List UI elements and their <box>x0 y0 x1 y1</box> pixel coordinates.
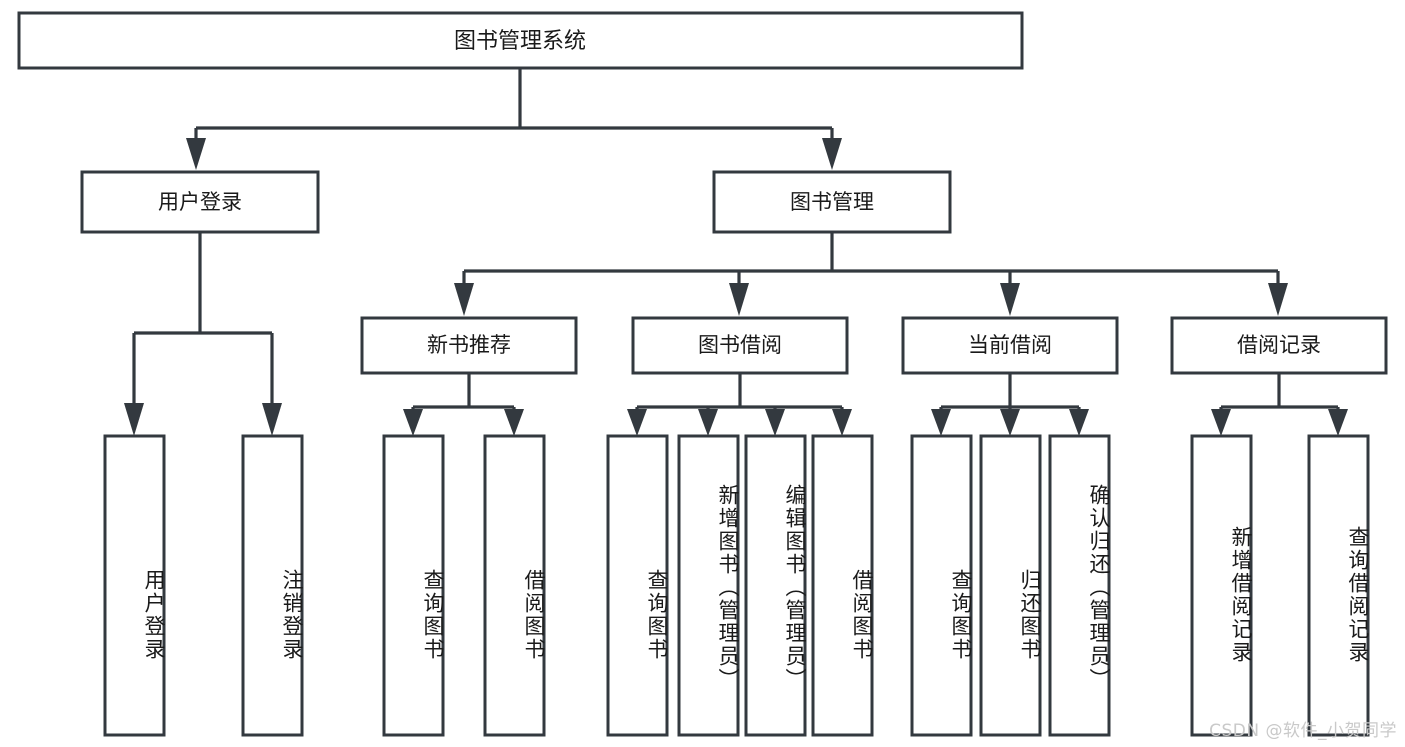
node-new-book[interactable]: 新书推荐 <box>360 316 578 375</box>
leaf-box-user-login-1[interactable] <box>241 434 304 737</box>
node-borrow-record-box[interactable] <box>1170 316 1388 375</box>
leaf-box-book-borrow-2[interactable] <box>744 434 807 737</box>
arrow-head-borrow-record <box>1268 283 1288 316</box>
leaf-box-current-borrow-1[interactable] <box>979 434 1042 737</box>
leaf-box-book-borrow-0[interactable] <box>606 434 669 737</box>
leaf-box-borrow-record-0[interactable] <box>1190 434 1253 737</box>
node-new-book-box[interactable] <box>360 316 578 375</box>
arrow-head-leaf-n1 <box>403 409 423 436</box>
node-book-manage-box[interactable] <box>712 170 952 234</box>
arrow-head-leaf-c3 <box>1069 409 1089 436</box>
node-book-borrow-label: 图书借阅 <box>698 333 782 357</box>
arrow-head-leaf-b2 <box>698 409 718 436</box>
node-user-login[interactable]: 用户登录 <box>80 170 320 234</box>
leaf-box-new-book-0[interactable] <box>382 434 445 737</box>
arrow-head-leaf-n2 <box>504 409 524 436</box>
node-book-manage-label: 图书管理 <box>790 190 874 214</box>
arrow-head-leaf-u1 <box>124 403 144 436</box>
arrow-head-leaf-b3 <box>765 409 785 436</box>
arrow-head-leaf-c2 <box>1000 409 1020 436</box>
arrow-head-book-borrow <box>729 283 749 316</box>
leaf-box-book-borrow-1[interactable] <box>677 434 740 737</box>
arrow-head-leaf-b4 <box>832 409 852 436</box>
node-root[interactable]: 图书管理系统 <box>17 11 1024 70</box>
node-book-manage[interactable]: 图书管理 <box>712 170 952 234</box>
node-root-label: 图书管理系统 <box>454 29 586 54</box>
leaf-box-new-book-1[interactable] <box>483 434 546 737</box>
node-current-borrow[interactable]: 当前借阅 <box>901 316 1119 375</box>
node-borrow-record-label: 借阅记录 <box>1237 333 1321 357</box>
node-new-book-label: 新书推荐 <box>427 333 511 357</box>
leaf-box-current-borrow-0[interactable] <box>910 434 973 737</box>
leaf-box-user-login-0[interactable] <box>103 434 166 737</box>
arrow-head-leaf-r1 <box>1211 409 1231 436</box>
node-book-borrow[interactable]: 图书借阅 <box>631 316 849 375</box>
leaf-box-borrow-record-1[interactable] <box>1307 434 1370 737</box>
arrow-head-leaf-c1 <box>931 409 951 436</box>
arrow-head-leaf-r2 <box>1328 409 1348 436</box>
arrow-head-user-login <box>186 138 206 170</box>
node-book-borrow-box[interactable] <box>631 316 849 375</box>
csdn-watermark: CSDN @软件_小贺同学 <box>1209 721 1397 741</box>
node-borrow-record[interactable]: 借阅记录 <box>1170 316 1388 375</box>
node-user-login-label: 用户登录 <box>158 190 242 214</box>
leaf-box-current-borrow-2[interactable] <box>1048 434 1111 737</box>
arrow-head-book-manage <box>822 138 842 170</box>
arrow-head-current-borrow <box>1000 283 1020 316</box>
arrow-head-leaf-u2 <box>262 403 282 436</box>
arrow-head-new-book <box>454 283 474 316</box>
arrow-head-leaf-b1 <box>627 409 647 436</box>
leaf-box-book-borrow-3[interactable] <box>811 434 874 737</box>
node-current-borrow-label: 当前借阅 <box>968 333 1052 357</box>
node-current-borrow-box[interactable] <box>901 316 1119 375</box>
node-root-box[interactable] <box>17 11 1024 70</box>
